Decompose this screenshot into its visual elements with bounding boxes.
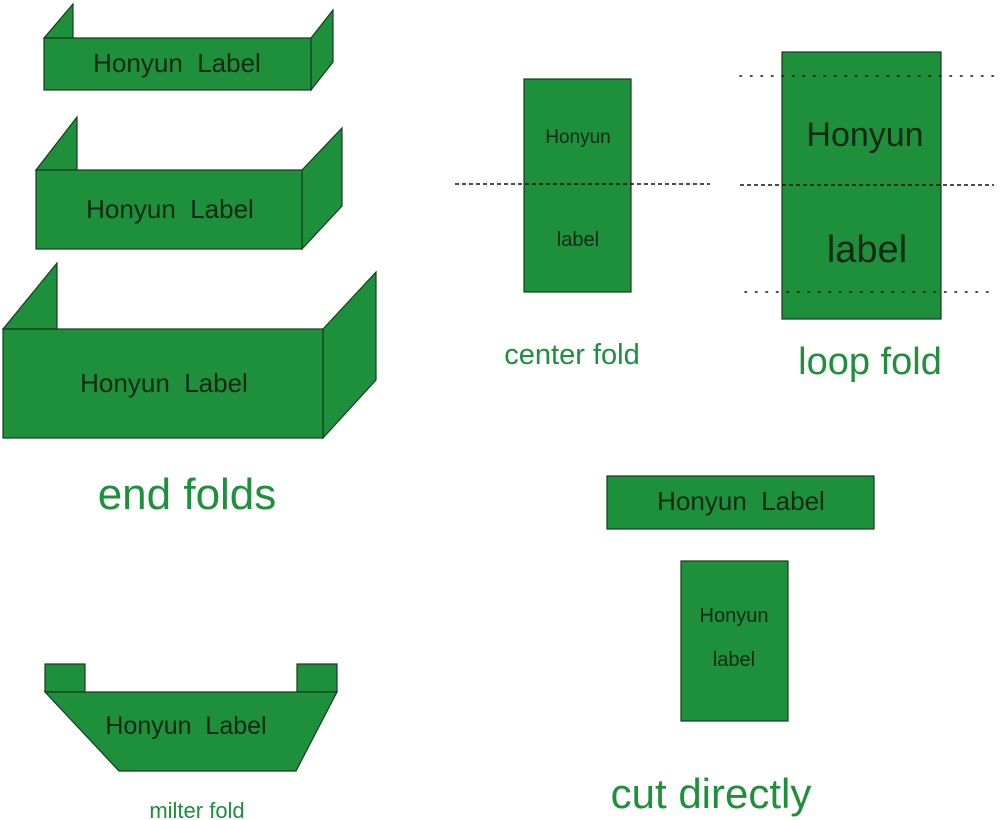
end-fold-medium-right-flap <box>301 126 343 251</box>
end-fold-medium: Honyun Label <box>34 115 343 251</box>
loop-fold-bottom-text: label <box>827 229 907 271</box>
milter-fold-text: Honyun Label <box>105 712 266 740</box>
center-fold-body <box>523 78 632 293</box>
milter-fold-right-tab <box>296 663 338 693</box>
center-fold-bottom-text: label <box>557 229 599 251</box>
center-fold: Honyun label <box>455 78 710 293</box>
end-fold-small-text: Honyun Label <box>93 48 261 78</box>
center-fold-top-text: Honyun <box>545 127 611 148</box>
end-fold-small-right-flap <box>310 8 334 92</box>
milter-fold-left-tab <box>44 663 86 693</box>
end-fold-medium-body <box>35 169 303 250</box>
cut-directly-wide: Honyun Label <box>606 475 875 530</box>
cut-directly-tall-top-text: Honyun <box>700 605 769 627</box>
milter-fold-body <box>43 691 338 772</box>
cut-directly-wide-text: Honyun Label <box>657 486 825 516</box>
cut-directly-tall-body <box>680 560 789 722</box>
cut-directly-wide-body <box>606 475 875 530</box>
milter-fold: Honyun Label <box>43 663 338 772</box>
end-fold-medium-left-flap <box>34 115 78 171</box>
end-fold-small-body <box>43 37 312 91</box>
cut-directly-tall: Honyun label <box>680 560 789 722</box>
end-fold-large-body <box>2 328 324 439</box>
milter-fold-caption: milter fold <box>149 798 244 820</box>
loop-fold: Honyun label <box>739 51 995 320</box>
end-fold-large-text: Honyun Label <box>80 368 248 398</box>
end-fold-medium-text: Honyun Label <box>86 194 254 224</box>
end-fold-large: Honyun Label <box>1 261 377 440</box>
end-fold-small: Honyun Label <box>42 2 334 92</box>
cut-directly-caption: cut directly <box>611 770 812 817</box>
end-fold-small-left-flap <box>42 2 74 39</box>
end-fold-large-right-flap <box>322 270 377 440</box>
end-fold-large-left-flap <box>1 261 58 330</box>
end-folds-caption: end folds <box>98 470 277 519</box>
cut-directly-tall-bottom-text: label <box>713 649 755 671</box>
loop-fold-caption: loop fold <box>798 341 942 383</box>
loop-fold-top-text: Honyun <box>806 116 923 154</box>
center-fold-caption: center fold <box>504 339 639 371</box>
